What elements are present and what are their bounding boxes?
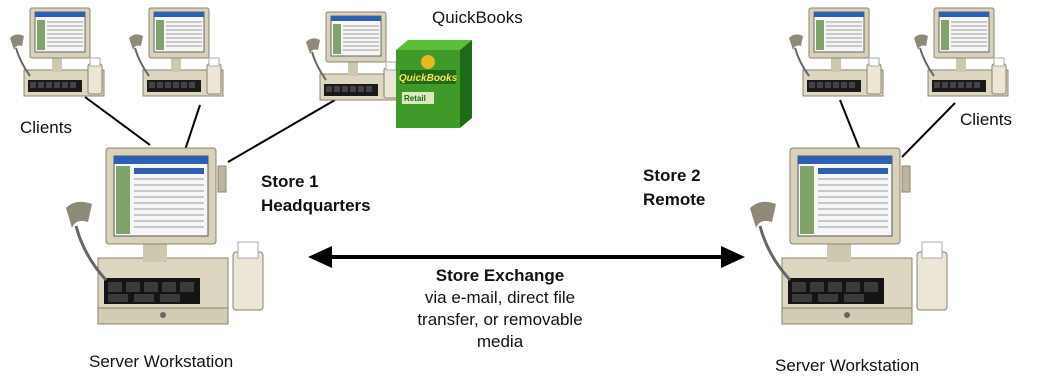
store2-title: Store 2 (643, 166, 701, 185)
store1-subtitle: Headquarters (261, 196, 371, 215)
quickbooks-box-edition: Retail (404, 94, 426, 103)
quickbooks-label: QuickBooks (432, 8, 523, 27)
server-label-left: Server Workstation (89, 352, 234, 371)
store1-label: Store 1 Headquarters (261, 170, 371, 218)
client-station-3 (305, 11, 401, 101)
store2-label: Store 2 Remote (643, 164, 705, 212)
store1-title: Store 1 (261, 172, 319, 191)
client-station-2 (128, 7, 224, 97)
store-exchange-desc-1: via e-mail, direct file (424, 288, 576, 307)
client-station-5 (913, 7, 1009, 97)
store-exchange-caption: Store Exchange via e-mail, direct file t… (395, 265, 605, 353)
server-station-right (748, 146, 949, 326)
server-station-left (64, 146, 265, 326)
clients-label-right: Clients (960, 110, 1012, 129)
store-exchange-title: Store Exchange (435, 266, 565, 285)
client-station-4 (788, 7, 884, 97)
server-label-right: Server Workstation (775, 356, 920, 375)
store2-subtitle: Remote (643, 190, 706, 209)
quickbooks-box: QuickBooks Retail (396, 40, 472, 128)
store-exchange-arrow (308, 246, 745, 268)
quickbooks-box-brand: QuickBooks (399, 73, 458, 84)
connection-lines (84, 96, 956, 163)
store-exchange-desc-3: media (476, 332, 524, 351)
clients-label-left: Clients (20, 118, 72, 137)
store-exchange-desc-2: transfer, or removable (417, 310, 583, 329)
client-station-1 (9, 7, 105, 97)
